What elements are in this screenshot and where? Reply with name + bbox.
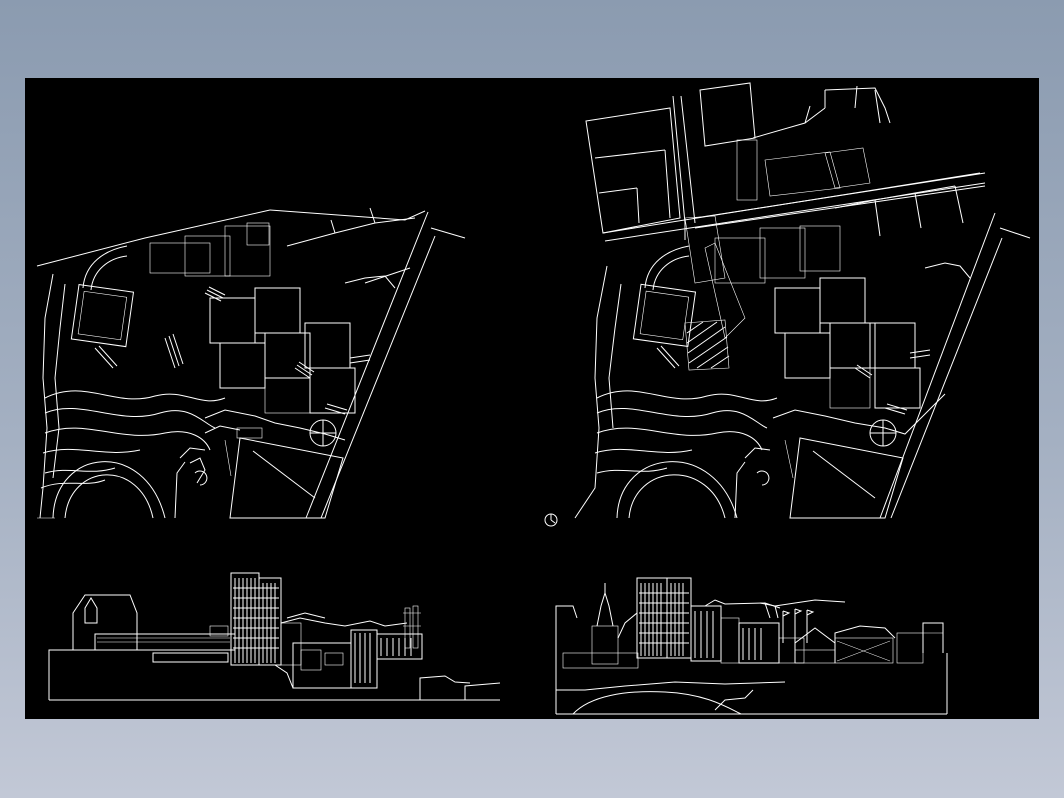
cad-drawing bbox=[36, 82, 1031, 715]
north-arrow-icon[interactable] bbox=[544, 513, 558, 527]
cad-model-viewport[interactable] bbox=[25, 78, 1039, 719]
elevation-left bbox=[48, 572, 501, 701]
site-plan-proposed bbox=[574, 82, 1031, 519]
elevation-right bbox=[555, 577, 948, 715]
site-plan-existing bbox=[36, 207, 466, 519]
